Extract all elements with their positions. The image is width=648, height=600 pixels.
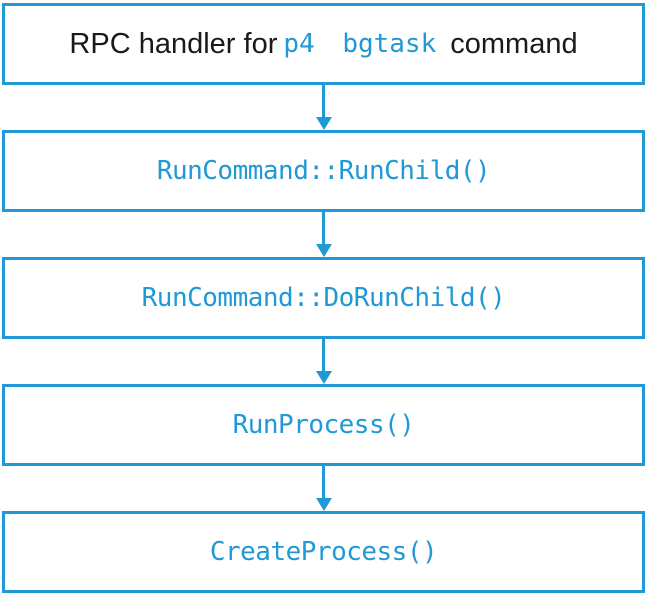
connector-2 [2,212,645,257]
title-prefix-text: RPC handler for [69,27,278,60]
node-label: CreateProcess() [209,537,438,567]
title-suffix-text: command [450,27,578,60]
down-arrow-icon [315,498,332,511]
node-dorunchild: RunCommand::DoRunChild() [2,257,645,339]
title-code-text: p4 bgtask [283,29,437,59]
node-label: RunCommand::RunChild() [156,156,491,186]
node-runprocess: RunProcess() [2,384,645,466]
connector-4 [2,466,645,511]
node-runchild: RunCommand::RunChild() [2,130,645,212]
down-arrow-icon [315,371,332,384]
node-createprocess: CreateProcess() [2,511,645,593]
down-arrow-icon [315,244,332,257]
down-arrow-icon [315,117,332,130]
connector-line [322,339,325,371]
node-label: RunProcess() [232,410,415,440]
connector-line [322,466,325,498]
node-label: RunCommand::DoRunChild() [141,283,506,313]
connector-1 [2,85,645,130]
connector-3 [2,339,645,384]
connector-line [322,212,325,244]
connector-line [322,85,325,117]
node-rpc-handler: RPC handler for p4 bgtask command [2,3,645,85]
